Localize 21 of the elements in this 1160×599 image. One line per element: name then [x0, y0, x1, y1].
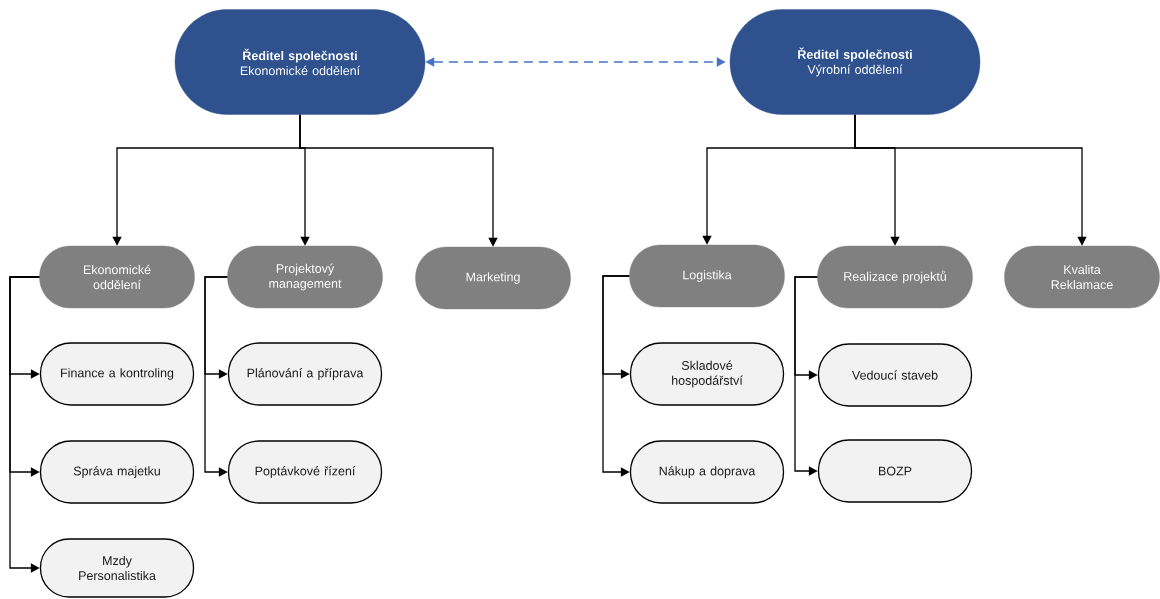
arrow	[794, 276, 818, 476]
department-box: Projektový management	[227, 245, 383, 309]
department-box: Logistika	[629, 244, 785, 308]
section-box: Skladové hospodářství	[629, 342, 785, 406]
department-box: Kvalita Reklamace	[1004, 245, 1160, 309]
section-box: BOZP	[817, 439, 973, 503]
section-box: Mzdy Personalistika	[39, 538, 195, 598]
section-box: Plánování a příprava	[227, 342, 383, 406]
arrow	[204, 276, 228, 477]
section-box: Nákup a doprava	[629, 440, 785, 504]
department-box: Realizace projektů	[817, 245, 973, 309]
arrow	[602, 275, 630, 477]
department-box: Ekonomické oddělení	[39, 245, 195, 309]
director-box: Ředitel společnosti Výrobní oddělení	[729, 9, 981, 115]
section-box: Vedoucí staveb	[817, 343, 973, 407]
section-box: Finance a kontroling	[39, 342, 195, 406]
section-box: Poptávkové řízení	[227, 440, 383, 504]
director-box: Ředitel společnosti Ekonomické oddělení	[174, 9, 426, 115]
department-box: Marketing	[415, 246, 571, 310]
arrow	[9, 276, 40, 573]
section-box: Správa majetku	[39, 440, 195, 504]
